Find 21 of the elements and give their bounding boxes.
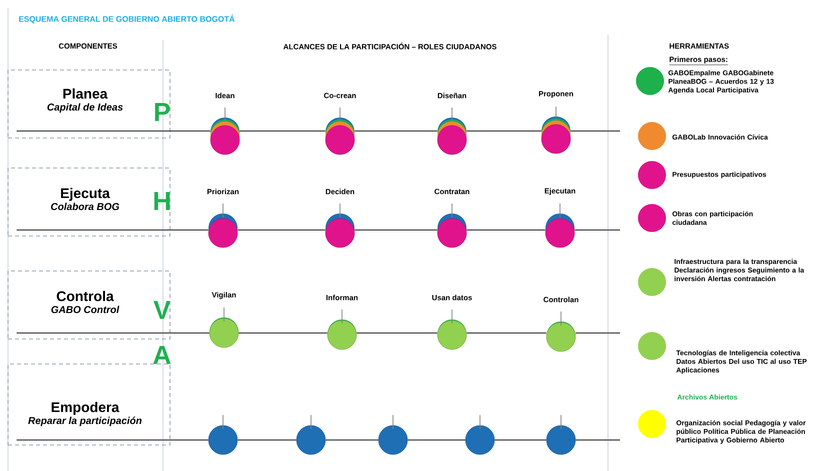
letter: A <box>153 346 171 364</box>
timeline-line <box>466 130 542 132</box>
timeline-line <box>354 130 438 132</box>
timeline-line <box>239 130 326 132</box>
role-circle <box>378 414 408 455</box>
role-circle <box>546 414 576 455</box>
role-circle <box>465 414 495 455</box>
letter: V <box>154 301 170 319</box>
letter: P <box>155 103 170 121</box>
timeline-line <box>570 130 620 132</box>
timeline-line <box>575 332 620 334</box>
timeline-line <box>16 130 211 132</box>
letter: H <box>154 192 170 210</box>
role-circle <box>208 414 238 455</box>
component-box: Empodera Reparar la participación <box>8 364 170 446</box>
timeline-line <box>356 332 438 334</box>
title: ESQUEMA GENERAL DE GOBIERNO ABIERTO BOGOTÁ <box>19 14 235 24</box>
role-circle <box>296 414 326 455</box>
timeline-line <box>16 332 210 334</box>
timeline-line <box>238 332 328 334</box>
timeline-line <box>466 332 547 334</box>
